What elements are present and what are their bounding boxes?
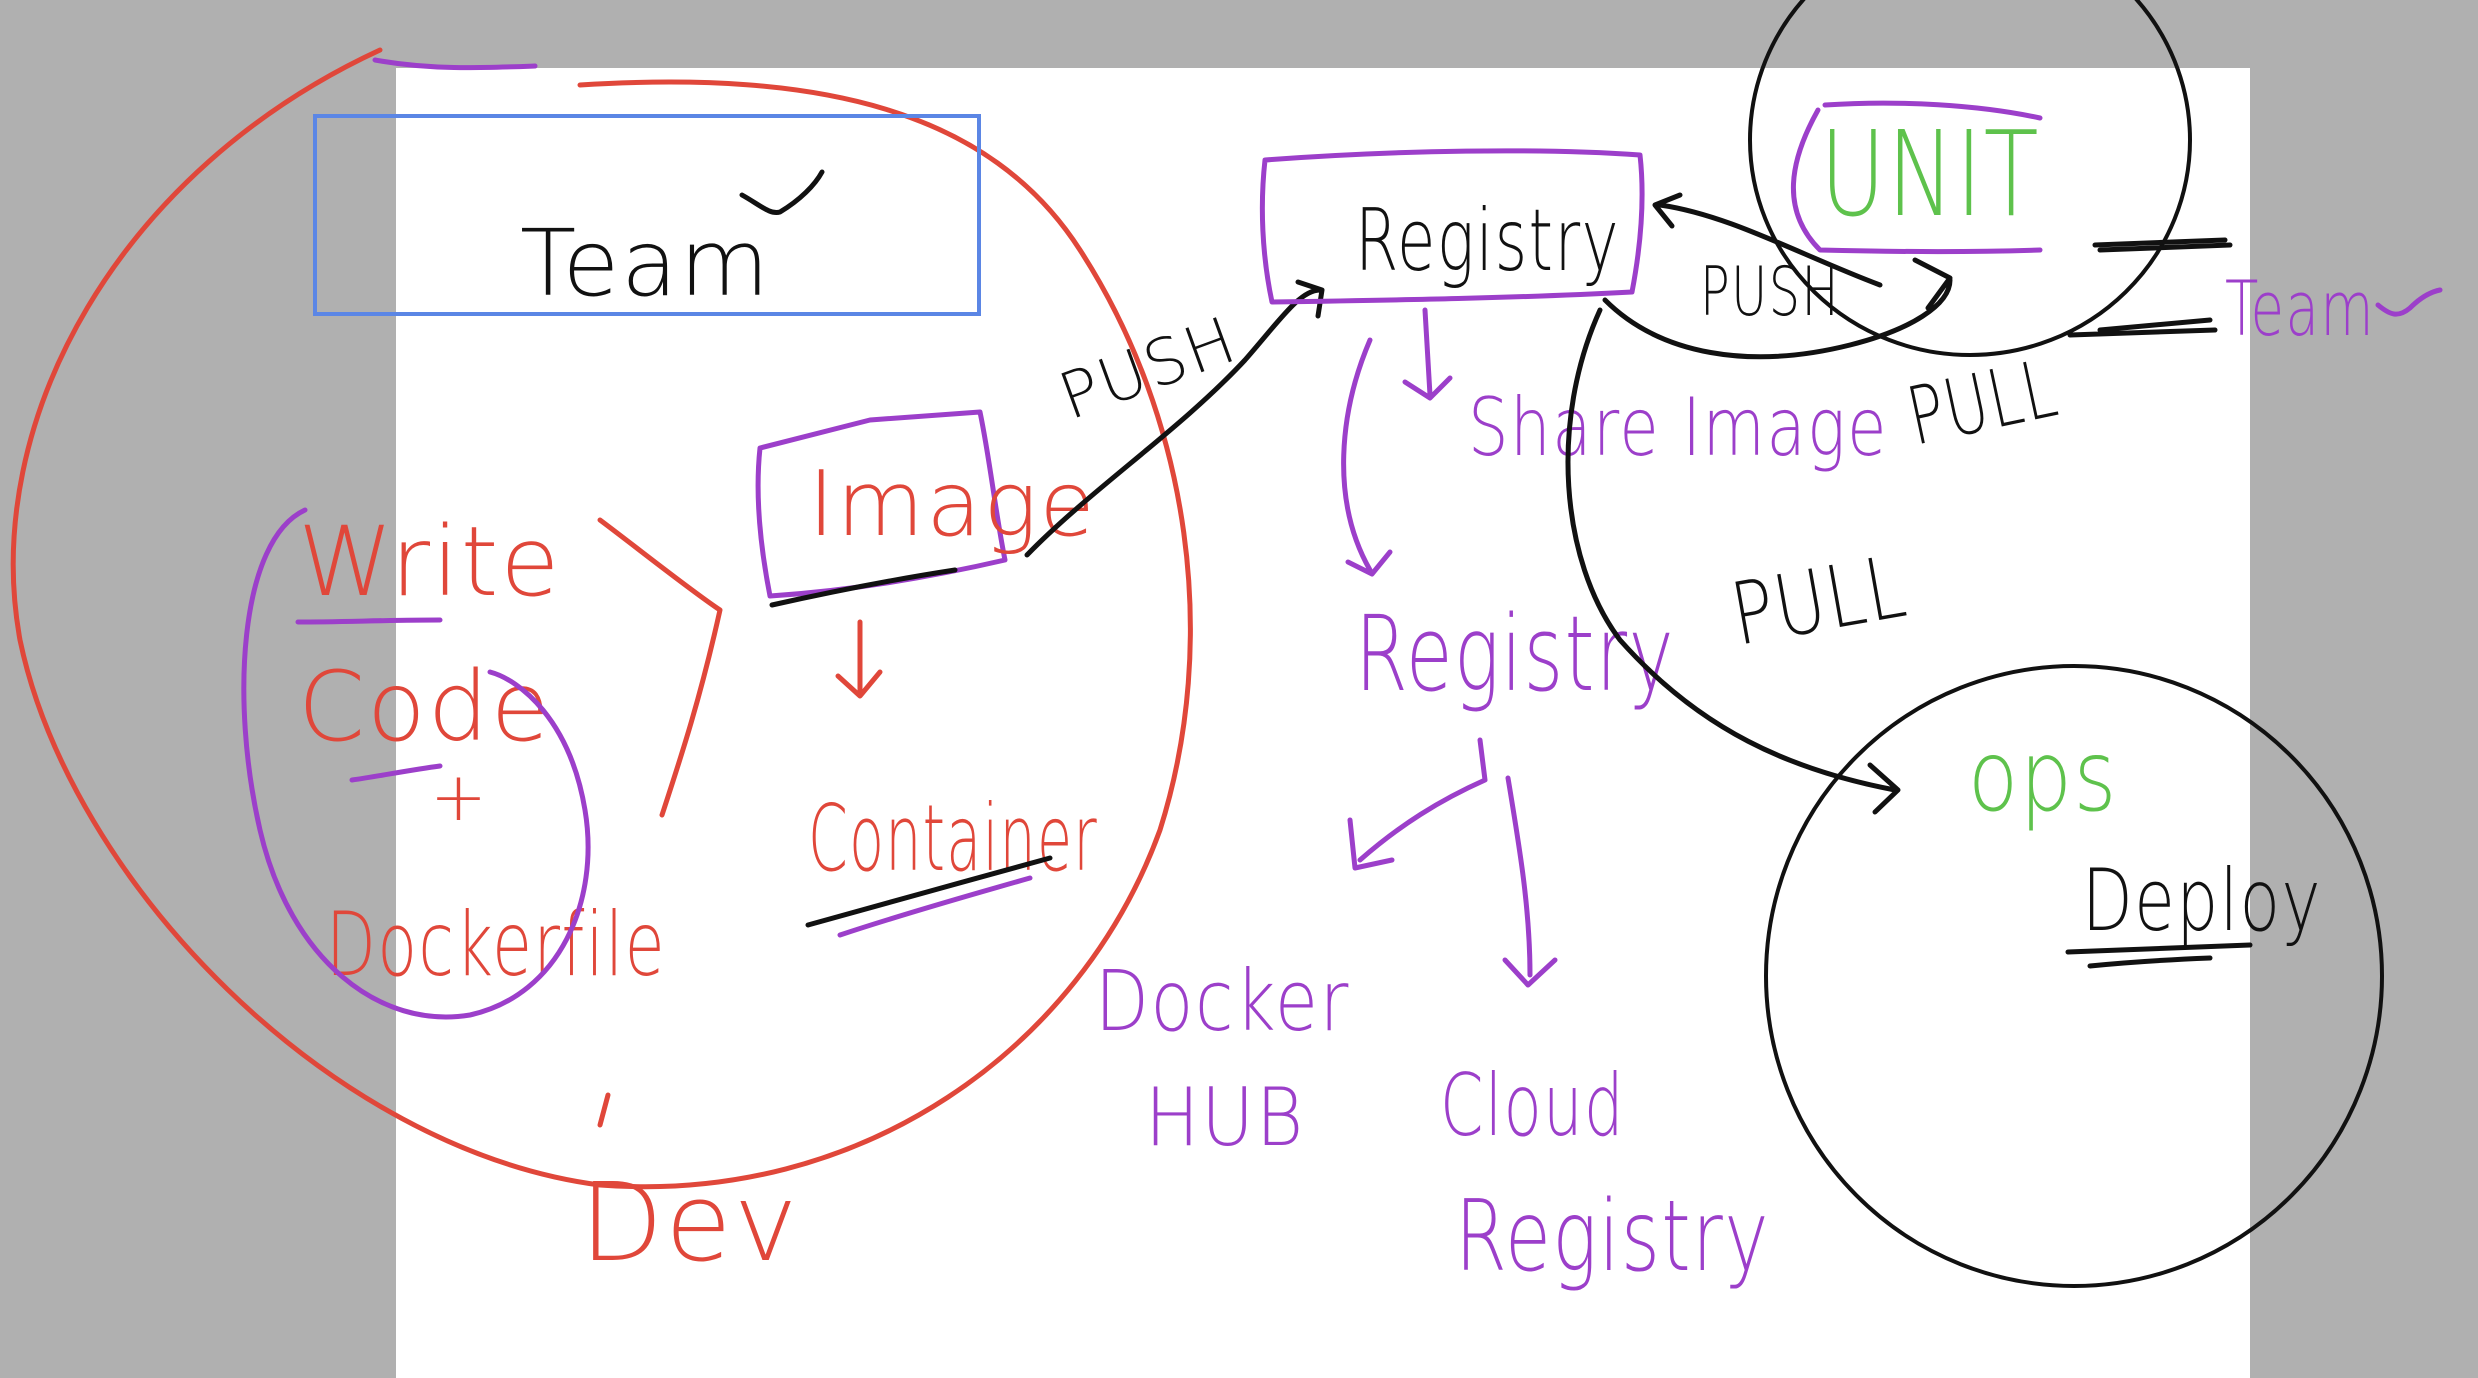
write-code-label: Write xyxy=(298,506,561,618)
dev-label: Dev xyxy=(580,1161,800,1286)
registry-box xyxy=(1259,148,1645,305)
cloud-registry-label-1: Cloud xyxy=(1440,1056,1625,1156)
image-underline xyxy=(769,567,958,608)
unit-team-label: Team xyxy=(2225,264,2375,353)
dev-circle-top-stroke xyxy=(372,57,538,71)
code-label: Code xyxy=(298,651,552,763)
write-underline xyxy=(295,617,443,625)
deploy-underline xyxy=(2065,942,2253,969)
unit-label: UNIT xyxy=(1820,105,2040,243)
team-box xyxy=(313,114,981,316)
container-underline xyxy=(805,855,1053,928)
code-underline xyxy=(349,763,443,783)
share-image-label: Share Image xyxy=(1468,381,1888,474)
cloud-registry-label-2: Registry xyxy=(1455,1180,1770,1294)
pull-to-ops-arrow xyxy=(1565,307,1901,815)
pull-label-1: PULL xyxy=(1900,341,2066,463)
push-label-left: PUSH xyxy=(1050,303,1247,435)
unit-team-checkmark-icon xyxy=(2375,287,2443,317)
image-label: Image xyxy=(808,452,1097,557)
docker-hub-arrow xyxy=(1347,737,1488,871)
plus-sign: + xyxy=(430,758,489,837)
pull-to-unit-arrow xyxy=(1602,257,1953,360)
unit-circle xyxy=(1748,0,2192,357)
unit-box xyxy=(1790,100,2043,254)
registry-box-label: Registry xyxy=(1355,191,1620,291)
image-to-container-arrow xyxy=(835,619,883,699)
push-label-right: PUSH xyxy=(1700,253,1840,332)
pull-label-2: PULL xyxy=(1724,537,1914,666)
cloud-registry-arrow xyxy=(1502,775,1558,988)
ops-circle xyxy=(1764,664,2384,1288)
docker-hub-label-2: HUB xyxy=(1145,1071,1305,1164)
deploy-label: Deploy xyxy=(2082,851,2322,951)
container-label: Container xyxy=(808,785,1098,892)
dev-tick xyxy=(597,1092,611,1128)
docker-hub-label-1: Docker xyxy=(1095,952,1350,1050)
dockerfile-label: Dockerfile xyxy=(326,893,666,996)
code-dockerfile-circle xyxy=(241,507,591,1020)
ops-label: ops xyxy=(1968,720,2118,834)
team-checkmark-icon xyxy=(739,169,825,216)
unit-push-arrow xyxy=(1652,192,1883,288)
registry-curve-arrow xyxy=(1341,337,1393,577)
container-underline-2 xyxy=(837,875,1033,938)
registry-down-arrow xyxy=(1402,307,1453,401)
registry-types-heading: Registry xyxy=(1355,593,1675,715)
team-link-lines xyxy=(2067,237,2233,338)
dev-circle xyxy=(10,47,1193,1190)
bracket-arrow xyxy=(597,517,723,818)
team-box-label: Team xyxy=(520,210,771,317)
